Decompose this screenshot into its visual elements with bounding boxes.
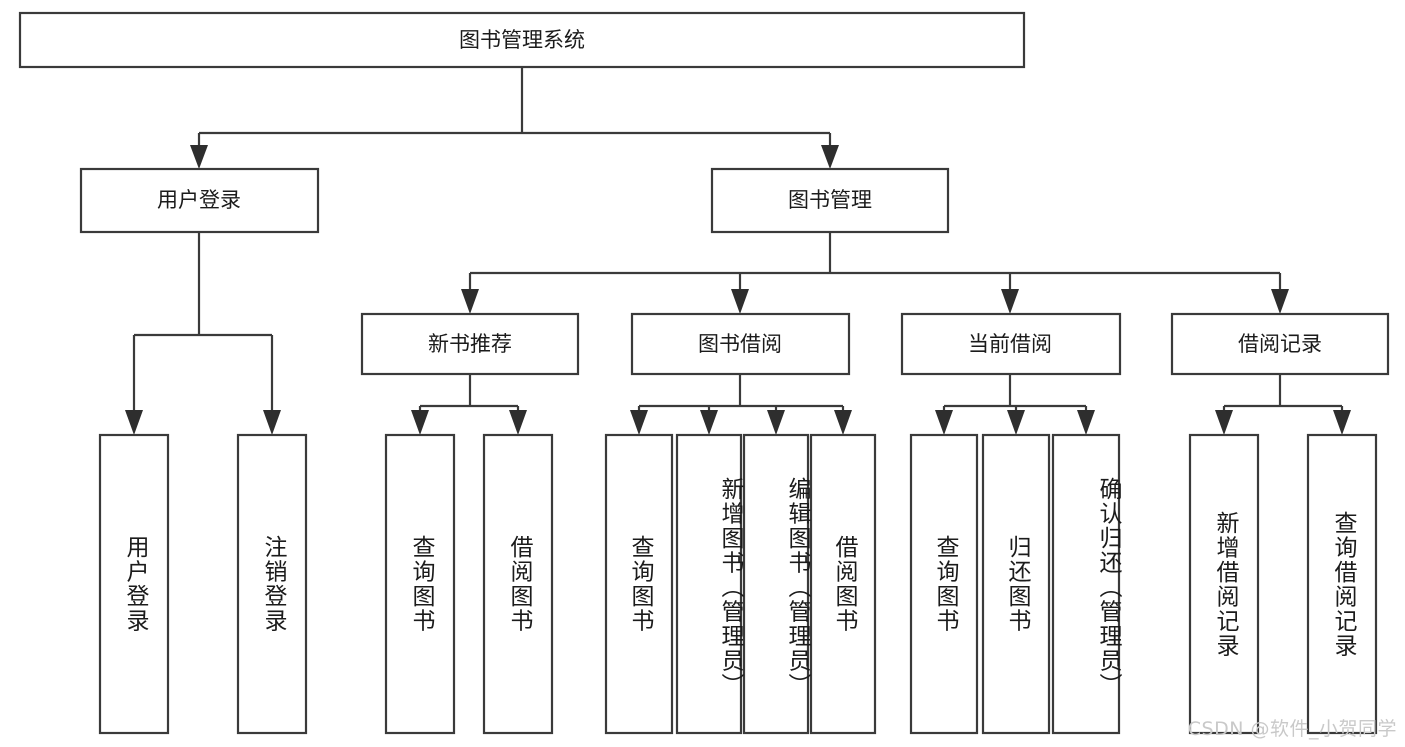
arrow-head-icon-query-book-borrow [630,410,648,435]
node-box-leaf-query-book-recommend[interactable] [384,433,456,735]
connector-layer [125,67,1351,435]
arrow-head-icon-query-book-recommend [411,410,429,435]
node-box-leaf-add-borrow-record[interactable] [1188,433,1260,735]
node-box-user-login[interactable] [79,167,320,234]
arrow-head-icon-leaf-logout-login [263,410,281,435]
node-box-leaf-add-book-admin[interactable] [675,433,743,735]
arrow-head-icon-user-login [190,145,208,169]
arrow-head-icon-add-book-admin [700,410,718,435]
node-box-book-borrow[interactable] [630,312,851,376]
arrow-head-icon-query-book-current [935,410,953,435]
arrow-head-icon-query-borrow-record [1333,410,1351,435]
node-box-borrow-record[interactable] [1170,312,1390,376]
node-box-root[interactable] [18,11,1026,69]
node-box-leaf-edit-book-admin[interactable] [742,433,810,735]
node-box-leaf-query-borrow-record[interactable] [1306,433,1378,735]
node-box-leaf-confirm-return-admin[interactable] [1051,433,1121,735]
csdn-watermark: CSDN @软件_小贺同学 [1187,718,1397,740]
node-box-leaf-user-login[interactable] [98,433,170,735]
node-label-book-borrow: 图书借阅 [698,332,782,356]
node-label-borrow-record: 借阅记录 [1238,332,1322,356]
node-box-current-borrow[interactable] [900,312,1122,376]
arrow-head-icon-book-borrow [731,289,749,314]
node-label-book-manage: 图书管理 [788,188,872,212]
node-label-user-login: 用户登录 [157,188,241,212]
node-box-leaf-query-book-current[interactable] [909,433,979,735]
arrow-head-icon-new-book-recommend [461,289,479,314]
arrow-head-icon-borrow-record [1271,289,1289,314]
node-box-leaf-borrow-book[interactable] [809,433,877,735]
node-label-root: 图书管理系统 [459,28,585,52]
node-box-leaf-query-book-borrow[interactable] [604,433,674,735]
arrow-head-icon-current-borrow [1001,289,1019,314]
node-box-leaf-return-book[interactable] [981,433,1051,735]
arrow-head-icon-edit-book-admin [767,410,785,435]
node-box-book-manage[interactable] [710,167,950,234]
node-label-current-borrow: 当前借阅 [968,332,1052,356]
arrow-head-icon-return-book [1007,410,1025,435]
arrow-head-icon-book-manage [821,145,839,169]
arrow-head-icon-confirm-return-admin [1077,410,1095,435]
node-box-layer: 图书管理系统 用户登录 图书管理 新书推荐 图书借阅 当前借阅 借阅记录 [18,11,1390,735]
node-label-new-book-recommend: 新书推荐 [428,332,512,356]
arrow-head-icon-leaf-user-login [125,410,143,435]
node-box-leaf-borrow-book-recommend[interactable] [482,433,554,735]
arrow-head-icon-add-borrow-record [1215,410,1233,435]
arrow-head-icon-borrow-book-recommend [509,410,527,435]
arrow-head-icon-borrow-book [834,410,852,435]
node-box-leaf-logout-login[interactable] [236,433,308,735]
node-box-new-book-recommend[interactable] [360,312,580,376]
